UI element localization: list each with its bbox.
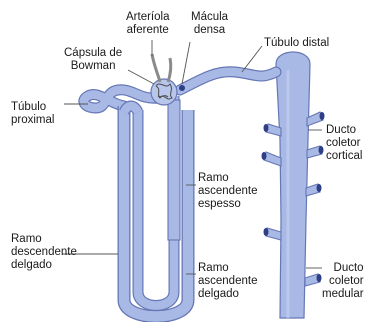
macula-densa — [179, 85, 185, 91]
label-distal-tubule: Túbulo distal — [264, 37, 329, 50]
proximal-tubule — [84, 90, 158, 108]
glomerulus — [151, 79, 177, 105]
afferent-arteriole — [152, 54, 160, 82]
collecting-duct — [262, 52, 325, 318]
loop-of-henle — [124, 96, 188, 317]
